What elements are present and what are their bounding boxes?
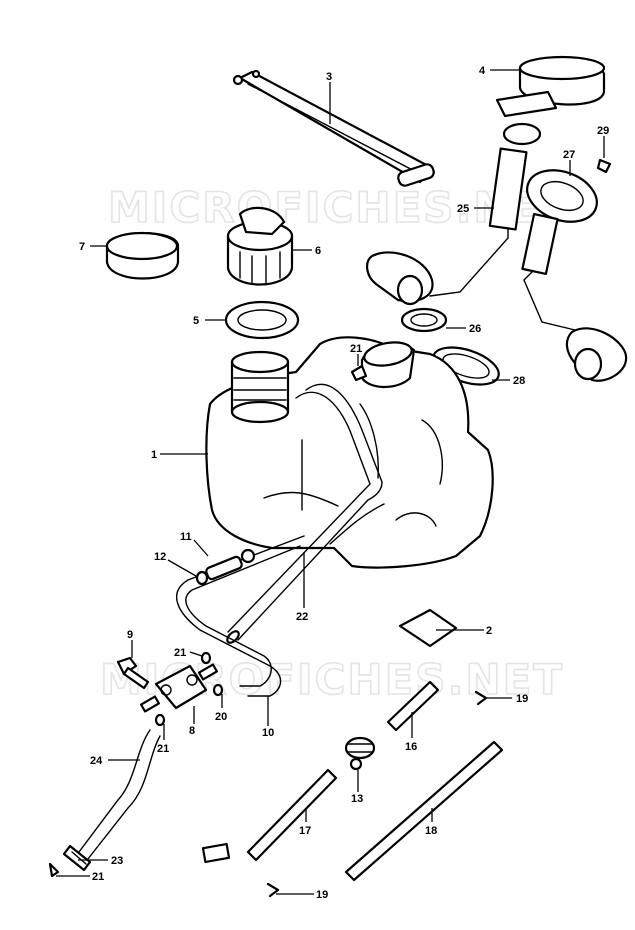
part-12-clamp <box>195 570 209 586</box>
part-19-clip-b <box>266 882 280 898</box>
part-4-cap <box>518 55 606 106</box>
part-5-gasket <box>224 300 300 340</box>
part-17-hose <box>246 768 338 862</box>
callout-21-hose: 21 <box>157 743 169 755</box>
callout-28: 28 <box>513 375 525 387</box>
part-25-pump-assembly <box>366 90 558 306</box>
callout-21-tank: 21 <box>350 343 362 355</box>
callout-10: 10 <box>262 727 274 739</box>
part-6-cap <box>226 206 294 286</box>
part-26-gasket <box>400 307 448 333</box>
callout-23: 23 <box>111 855 123 867</box>
part-7-cap <box>105 231 180 280</box>
callout-2: 2 <box>486 625 492 637</box>
part-21-clip-bottom <box>48 862 60 878</box>
callout-17: 17 <box>299 825 311 837</box>
callouts: 3 4 29 27 25 7 6 5 26 28 1 21 11 12 22 2… <box>79 65 609 901</box>
part-21-clip-b <box>154 713 166 727</box>
part-16-hose <box>386 680 440 732</box>
part-29-clip <box>596 158 612 174</box>
callout-5: 5 <box>193 315 199 327</box>
callout-29: 29 <box>597 125 609 137</box>
callout-20: 20 <box>215 711 227 723</box>
callout-16: 16 <box>405 741 417 753</box>
callout-21-cock: 21 <box>174 647 186 659</box>
part-8-fuel-cock <box>139 663 219 713</box>
callout-11: 11 <box>180 531 192 543</box>
callout-19-bottom: 19 <box>316 889 328 901</box>
callout-1: 1 <box>151 449 157 461</box>
callout-22: 22 <box>296 611 308 623</box>
tank-filler-neck <box>230 350 290 424</box>
part-21-clip-a <box>200 651 212 665</box>
part-27-sender <box>521 169 628 382</box>
part-22-hose <box>226 383 383 644</box>
callout-21-bottom: 21 <box>92 871 104 883</box>
callout-13: 13 <box>351 793 363 805</box>
callout-26: 26 <box>469 323 481 335</box>
callout-6: 6 <box>315 245 321 257</box>
callout-3: 3 <box>326 71 332 83</box>
part-11-fitting <box>205 548 256 581</box>
callout-9: 9 <box>127 629 133 641</box>
leader-lines <box>56 69 605 895</box>
callout-12: 12 <box>154 551 166 563</box>
part-21-clip-tank <box>350 364 368 382</box>
callout-25: 25 <box>457 203 469 215</box>
callout-18: 18 <box>425 825 437 837</box>
callout-7: 7 <box>79 241 85 253</box>
part-20-clip <box>212 683 224 697</box>
callout-27: 27 <box>563 149 575 161</box>
part-13-filter <box>344 736 376 771</box>
part-9-bolt <box>116 656 150 690</box>
callout-24: 24 <box>90 755 103 767</box>
callout-4: 4 <box>479 65 486 77</box>
callout-19-top: 19 <box>516 693 528 705</box>
tank-pump-opening <box>360 341 416 389</box>
hose-clip <box>201 842 231 864</box>
part-3-strap <box>232 69 435 187</box>
part-18-hose <box>344 740 504 882</box>
callout-8: 8 <box>189 725 195 737</box>
part-10-hose <box>176 535 305 697</box>
part-2-pad <box>398 608 458 648</box>
part-24-hose <box>62 729 161 872</box>
